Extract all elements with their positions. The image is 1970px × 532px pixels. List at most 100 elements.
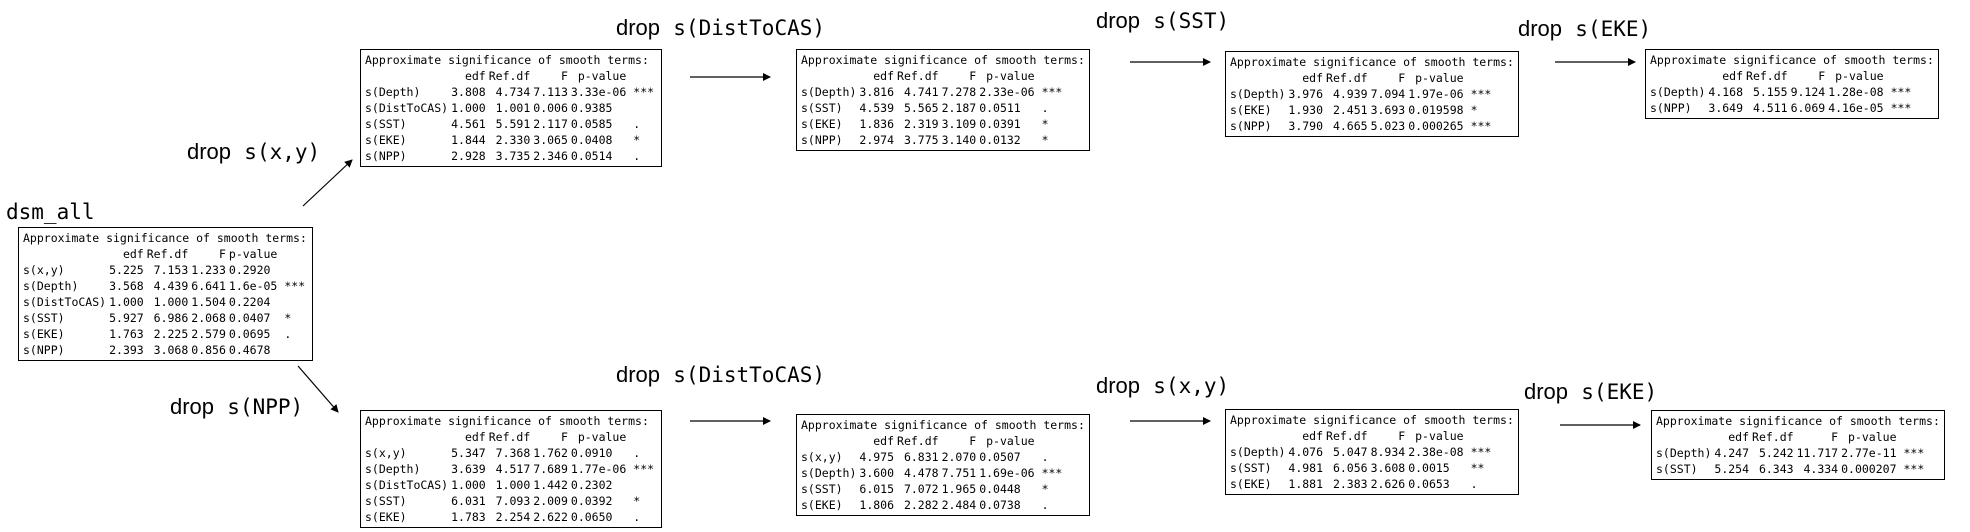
table-cell: 0.0132 <box>979 133 1021 147</box>
significance-code: *** <box>633 85 655 99</box>
table-cell: 2.070 <box>941 450 977 464</box>
table-cell: 3.735 <box>495 149 531 163</box>
column-header: p-value <box>1415 429 1464 443</box>
term-name: s(SST) <box>365 117 407 131</box>
drop-label-bottom-1: drop s(NPP) <box>170 395 303 420</box>
term-name: s(NPP) <box>1230 119 1272 133</box>
table-cell: 1.762 <box>533 446 568 460</box>
drop-word: drop <box>1518 16 1563 41</box>
significance-code: * <box>1041 117 1049 131</box>
summary-title: Approximate significance of smooth terms… <box>801 53 1085 67</box>
column-header: F <box>560 69 568 83</box>
table-cell: 4.665 <box>1332 119 1368 133</box>
term-name: s(NPP) <box>23 343 65 357</box>
table-cell: 5.225 <box>109 263 144 277</box>
significance-code <box>280 262 308 278</box>
table-cell: 6.031 <box>451 494 486 508</box>
table-cell: 7.689 <box>533 462 568 476</box>
column-header <box>1230 428 1288 444</box>
term-name: s(SST) <box>801 482 843 496</box>
table-cell: 3.790 <box>1288 119 1324 133</box>
column-header <box>629 68 657 84</box>
drop-term: s(NPP) <box>227 395 304 419</box>
term-name: s(NPP) <box>365 149 407 163</box>
term-name: s(x,y) <box>365 446 407 460</box>
table-cell: 1.783 <box>451 510 486 524</box>
table-cell: 7.072 <box>903 482 939 496</box>
column-header: Ref.df <box>1746 69 1788 83</box>
table-cell: 2.77e-11 <box>1841 446 1897 460</box>
drop-term: s(x,y) <box>244 140 321 164</box>
table-cell: 2.282 <box>903 498 939 512</box>
column-header <box>801 433 859 449</box>
significance-code: *** <box>1890 101 1912 115</box>
table-cell: 3.649 <box>1708 101 1744 115</box>
column-header: Ref.df <box>488 430 531 444</box>
table-cell: 4.981 <box>1288 461 1324 475</box>
table-cell: 3.608 <box>1370 461 1406 475</box>
column-header <box>1900 429 1928 445</box>
drop-term: s(DistToCAS) <box>673 16 826 40</box>
term-name: s(NPP) <box>801 133 843 147</box>
significance-code: *** <box>633 462 655 476</box>
table-cell: 2.579 <box>191 327 226 341</box>
drop-term: s(x,y) <box>1153 374 1230 398</box>
column-header <box>1230 70 1288 86</box>
column-header: Ref.df <box>1752 430 1794 444</box>
column-header: p-value <box>986 69 1035 83</box>
summary-box-bottom-2: Approximate significance of smooth terms… <box>796 414 1090 516</box>
term-name: s(EKE) <box>1230 477 1272 491</box>
table-cell: 0.2302 <box>570 478 613 492</box>
drop-term: s(EKE) <box>1575 17 1652 41</box>
drop-term: s(SST) <box>1153 9 1230 33</box>
column-header: edf <box>122 247 144 261</box>
column-header: Ref.df <box>897 69 939 83</box>
table-cell: 1.000 <box>153 295 189 309</box>
table-cell: 2.626 <box>1370 477 1406 491</box>
table-cell: 7.113 <box>533 85 568 99</box>
column-header <box>801 68 859 84</box>
table-cell: 5.565 <box>903 101 939 115</box>
table-cell: 1.97e-06 <box>1408 87 1464 101</box>
table-cell: 7.093 <box>495 494 531 508</box>
drop-term: s(EKE) <box>1581 380 1658 404</box>
term-name: s(Depth) <box>801 466 857 480</box>
table-cell: 0.000207 <box>1841 462 1897 476</box>
term-name: s(EKE) <box>365 510 407 524</box>
term-name: s(NPP) <box>1650 101 1692 115</box>
column-header: p-value <box>986 434 1035 448</box>
term-name: s(Depth) <box>801 85 857 99</box>
table-cell: 2.068 <box>191 311 226 325</box>
table-cell: 3.568 <box>109 279 144 293</box>
table-cell: 6.641 <box>191 279 226 293</box>
table-cell: 1.69e-06 <box>979 466 1035 480</box>
table-cell: 5.591 <box>495 117 531 131</box>
column-header: F <box>1818 69 1826 83</box>
drop-label-top-3: drop s(SST) <box>1096 9 1229 34</box>
significance-code: * <box>633 133 641 147</box>
significance-code: *** <box>1470 119 1492 133</box>
column-header: F <box>560 430 568 444</box>
summary-title: Approximate significance of smooth terms… <box>365 53 649 67</box>
table-cell: 4.334 <box>1803 462 1839 476</box>
table-cell: 5.023 <box>1370 119 1406 133</box>
column-header: Ref.df <box>1326 429 1368 443</box>
table-cell: 6.343 <box>1758 462 1794 476</box>
term-name: s(Depth) <box>1656 446 1712 460</box>
table-cell: 0.0738 <box>979 498 1021 512</box>
table-cell: 3.816 <box>859 85 895 99</box>
table-cell: 5.347 <box>451 446 486 460</box>
